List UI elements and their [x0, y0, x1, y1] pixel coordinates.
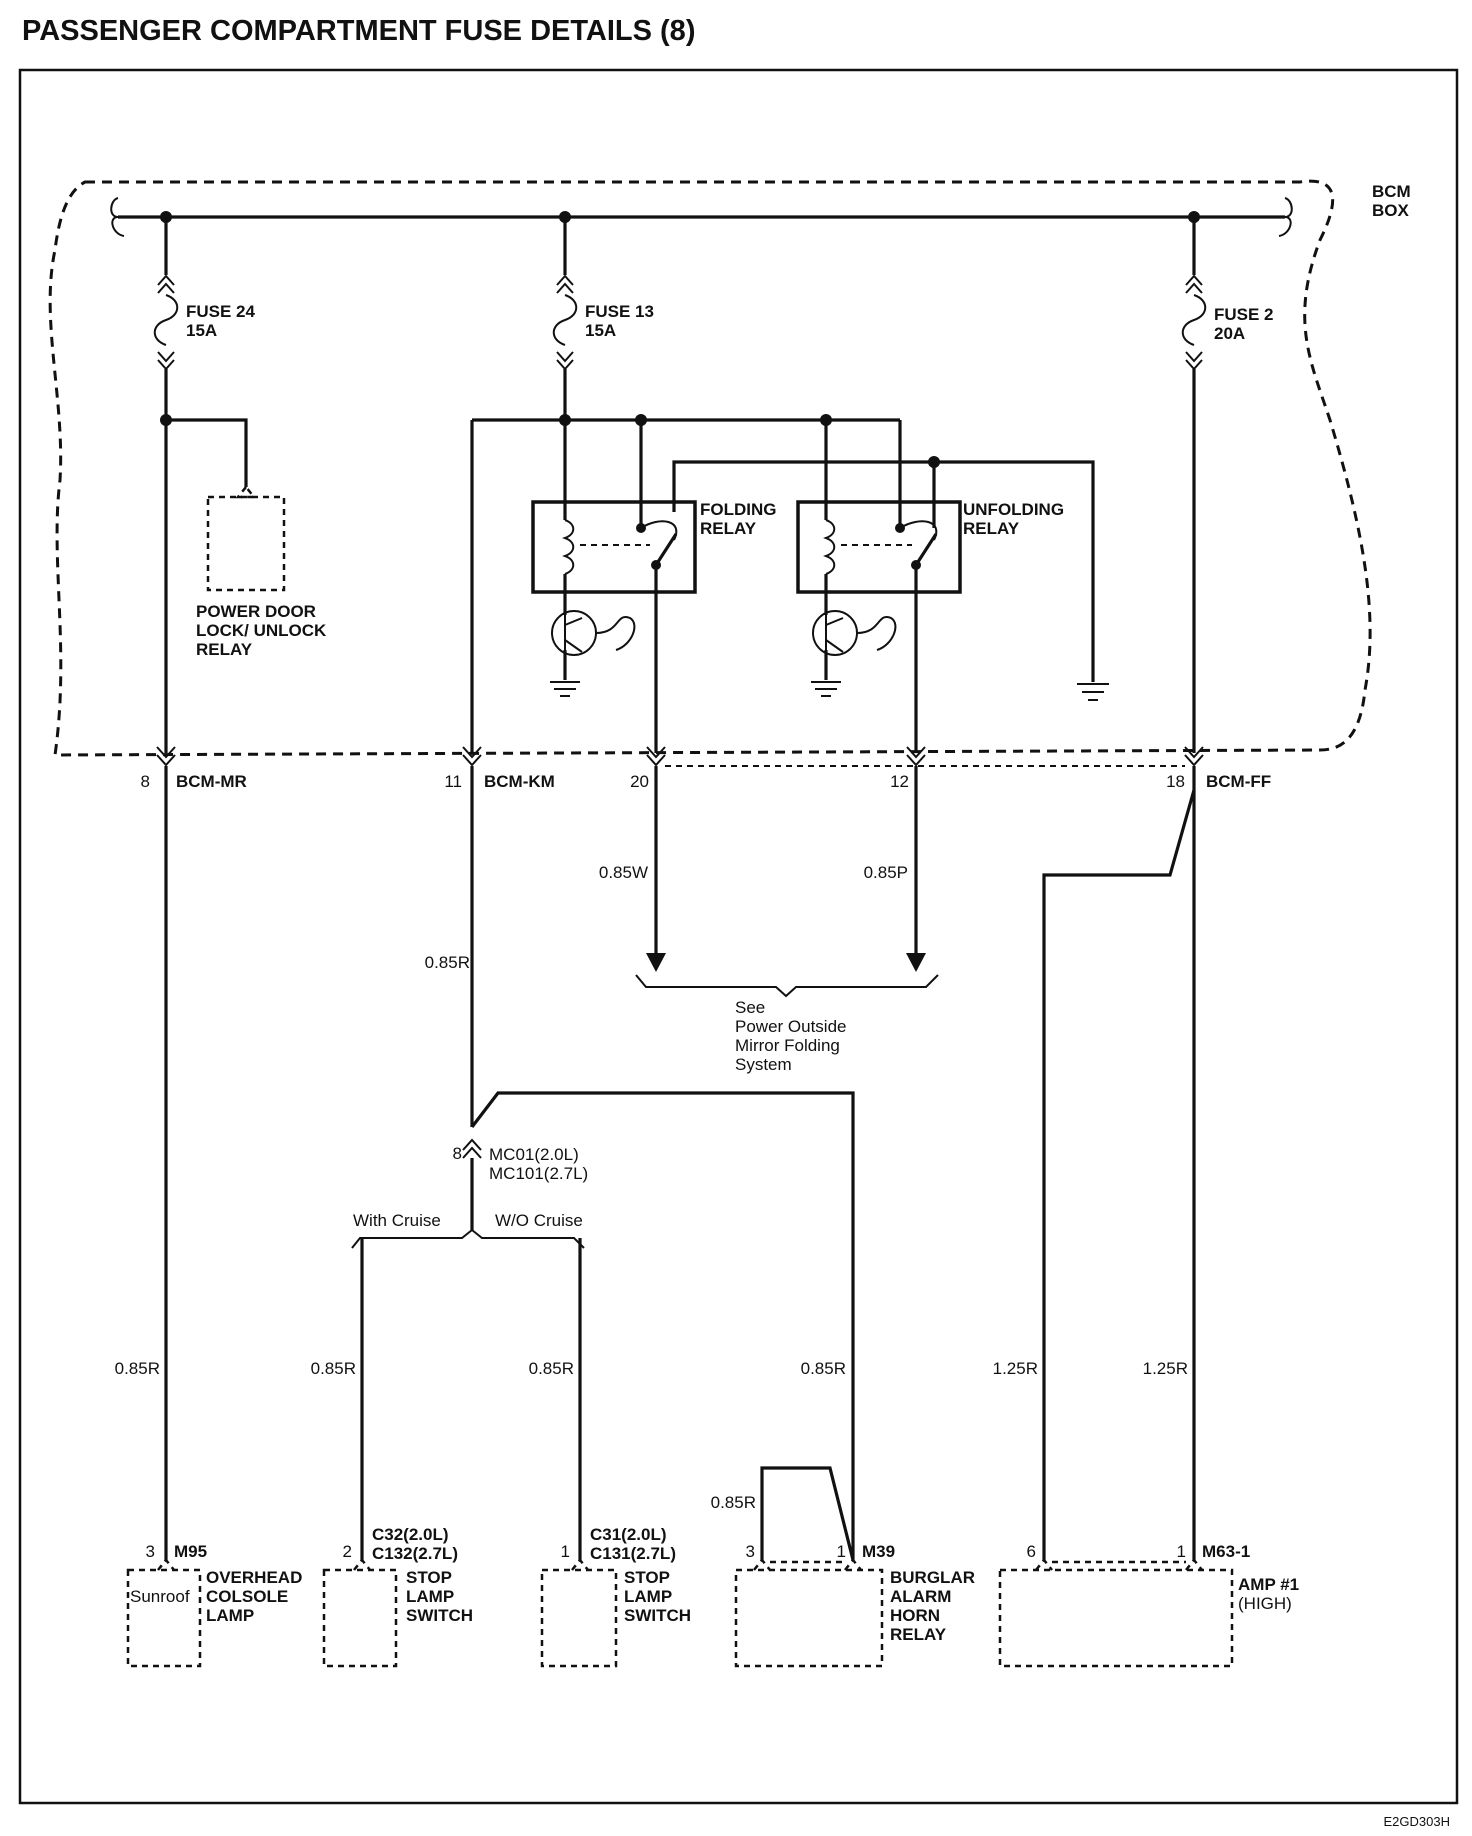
svg-text:(HIGH): (HIGH)	[1238, 1594, 1292, 1613]
svg-text:STOP LAMP SWITCH: STOP LAMP SWITCH	[406, 1568, 473, 1625]
svg-text:0.85R: 0.85R	[115, 1359, 160, 1378]
svg-text:0.85R: 0.85R	[425, 953, 470, 972]
svg-text:6: 6	[1027, 1542, 1036, 1561]
stop-lamp-switch-with-cruise: 0.85R 2 C32(2.0L) C132(2.7L) STOP LAMP S…	[311, 1238, 473, 1668]
svg-text:3: 3	[746, 1542, 755, 1561]
svg-text:12: 12	[890, 772, 909, 791]
svg-text:M63-1: M63-1	[1202, 1542, 1250, 1561]
svg-text:1: 1	[837, 1542, 846, 1561]
amp-1-high: 1.25R 1.25R 6 1 M63-1 AMP #1 (HIGH)	[993, 766, 1299, 1668]
svg-text:1.25R: 1.25R	[1143, 1359, 1188, 1378]
svg-text:20: 20	[630, 772, 649, 791]
svg-text:1.25R: 1.25R	[993, 1359, 1038, 1378]
diagram-frame	[18, 68, 1459, 1805]
svg-text:0.85P: 0.85P	[864, 863, 908, 882]
bcm-box-outline	[48, 179, 1372, 757]
svg-text:C31(2.0L) C131(2.7L): C31(2.0L) C131(2.7L)	[590, 1525, 676, 1563]
svg-text:M95: M95	[174, 1542, 207, 1561]
svg-text:3: 3	[146, 1542, 155, 1561]
stop-lamp-switch-wo-cruise: 0.85R 1 C31(2.0L) C131(2.7L) STOP LAMP S…	[529, 1238, 691, 1668]
svg-text:2: 2	[343, 1542, 352, 1561]
svg-text:OVERHEAD COLSOLE L: OVERHEAD COLSOLE LAMP	[206, 1568, 307, 1625]
svg-text:1: 1	[561, 1542, 570, 1561]
svg-text:0.85R: 0.85R	[711, 1493, 756, 1512]
bcm-box-label: BCM BOX	[1372, 182, 1415, 220]
svg-text:POWER DOOR LOCK/ UNLOCK: POWER DOOR LOCK/ UNLOCK RELAY	[196, 602, 331, 659]
svg-text:0.85R: 0.85R	[529, 1359, 574, 1378]
page-title: PASSENGER COMPARTMENT FUSE DETAILS (8)	[22, 15, 695, 47]
svg-text:1: 1	[1177, 1542, 1186, 1561]
svg-text:STOP LAMP SWITCH: STOP LAMP SWITCH	[624, 1568, 691, 1625]
svg-text:AMP #1: AMP #1	[1238, 1575, 1299, 1594]
svg-text:18: 18	[1166, 772, 1185, 791]
svg-text:W/O Cruise: W/O Cruise	[495, 1211, 583, 1230]
overhead-console-lamp: 0.85R 3 M95 Sunroof OVERHEAD COLSOLE LAM…	[115, 766, 307, 1668]
svg-text:With Cruise: With Cruise	[353, 1211, 441, 1230]
svg-text:8: 8	[453, 1144, 462, 1163]
svg-text:11: 11	[444, 772, 462, 791]
power-door-lock-relay: POWER DOOR LOCK/ UNLOCK RELAY	[196, 484, 331, 659]
figure-code: E2GD303H	[1384, 1814, 1450, 1829]
svg-text:BCM-MR: BCM-MR	[176, 772, 247, 791]
svg-text:0.85W: 0.85W	[599, 863, 648, 882]
svg-text:Sunroof: Sunroof	[130, 1587, 190, 1606]
svg-text:BURGLAR ALARM HORN: BURGLAR ALARM HORN RELAY	[890, 1568, 980, 1644]
km-circuit: 0.85R 8 MC01(2.0L) MC101(2.7L) With Crui…	[351, 766, 855, 1560]
svg-text:8: 8	[141, 772, 150, 791]
burglar-alarm-horn-relay: 0.85R 0.85R 3 1 M39 BURGLAR ALARM HORN R…	[711, 1359, 980, 1668]
svg-text:BCM-KM: BCM-KM	[484, 772, 555, 791]
svg-text:0.85R: 0.85R	[801, 1359, 846, 1378]
svg-text:See Power Outside: See Power Outside Mirror Folding System	[735, 998, 851, 1074]
bcm-connectors: 8 BCM-MR 11 BCM-KM 20 12 18 BCM-FF	[141, 746, 1271, 791]
svg-text:MC01(2.0L) MC101(2.7L): MC01(2.0L) MC101(2.7L)	[489, 1145, 588, 1183]
mirror-folding-outputs: 0.85W 0.85P See Power Outside Mirror Fol…	[599, 766, 939, 1074]
relay-feed	[470, 414, 1109, 753]
svg-text:C32(2.0L) C132(2.7L): C32(2.0L) C132(2.7L)	[372, 1525, 458, 1563]
svg-text:0.85R: 0.85R	[311, 1359, 356, 1378]
svg-text:M39: M39	[862, 1542, 895, 1561]
power-bus	[110, 197, 1293, 237]
svg-text:BCM-FF: BCM-FF	[1206, 772, 1271, 791]
